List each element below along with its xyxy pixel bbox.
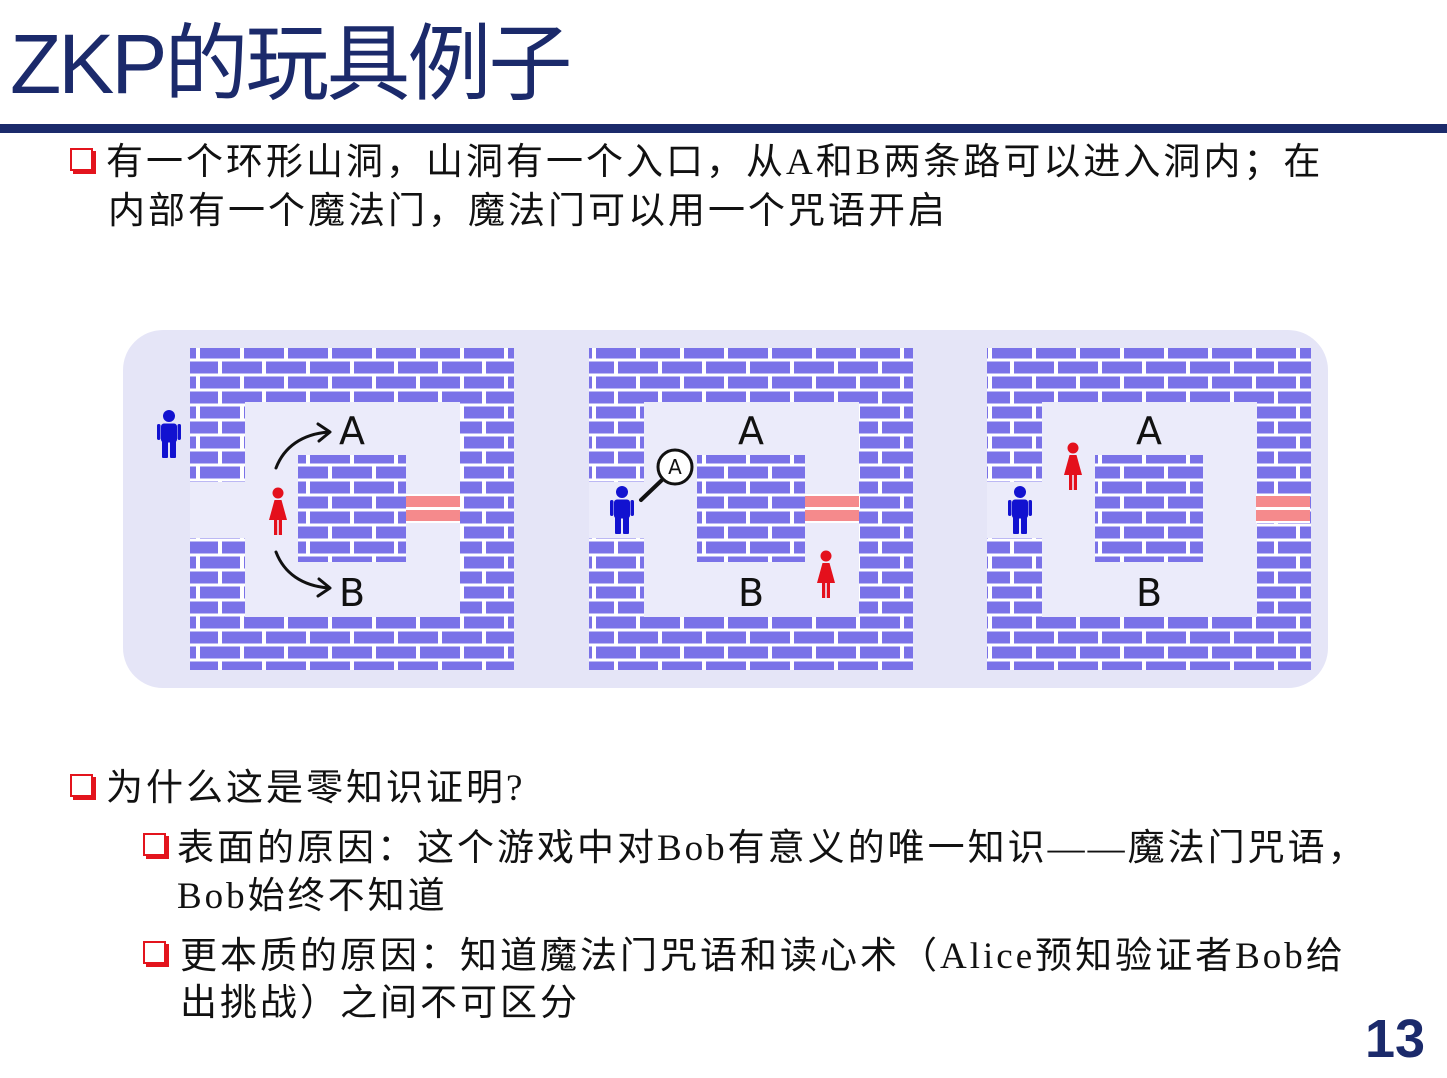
- bullet-2-line-1: 为什么这是零知识证明?: [106, 768, 526, 809]
- person-right-leg: [1073, 474, 1077, 490]
- path-label-a: A: [1136, 409, 1162, 453]
- bullet-checkbox-icon: [70, 148, 93, 171]
- sub-bullet-1-line-2: Bob始终不知道: [177, 876, 448, 917]
- person-left-leg: [274, 519, 278, 535]
- person-right-arm: [1028, 500, 1032, 516]
- person-right-leg: [826, 582, 830, 598]
- magic-door-brick: [805, 496, 859, 507]
- red-person-icon: [1064, 442, 1082, 490]
- title-divider: [0, 124, 1447, 133]
- magic-door: [1256, 494, 1310, 523]
- magic-door-brick: [1256, 496, 1310, 507]
- bullet-checkbox-icon: [143, 833, 166, 856]
- arrow-to-b-head: [316, 577, 332, 598]
- arrow-to-a: [274, 422, 332, 470]
- bullet-1-line-2: 内部有一个魔法门，魔法门可以用一个咒语开启: [108, 191, 948, 232]
- person-left-leg: [1069, 474, 1073, 490]
- path-label-b: B: [339, 571, 365, 615]
- person-left-arm: [610, 500, 614, 516]
- person-left-arm: [157, 424, 161, 440]
- person-left-leg: [615, 517, 621, 534]
- magnifier-label: A: [668, 455, 682, 479]
- sub-bullet-2-line-1: 更本质的原因：知道魔法门咒语和读心术（Alice预知验证者Bob给: [180, 936, 1346, 977]
- magic-door-brick: [406, 496, 460, 507]
- person-right-leg: [170, 441, 176, 458]
- cave-inner-block: [298, 455, 406, 562]
- cave-panel-2: A B A: [589, 348, 913, 670]
- cave-entrance: [190, 482, 245, 538]
- arrow-to-a-shaft: [274, 430, 331, 470]
- bullet-1-line-1: 有一个环形山洞，山洞有一个入口，从A和B两条路可以进入洞内；在: [106, 142, 1324, 183]
- person-left-leg: [1013, 517, 1019, 534]
- person-dress: [269, 500, 287, 520]
- cave-panel-3: A B: [987, 348, 1311, 670]
- cave-panel-1: A B: [157, 348, 514, 670]
- person-right-arm: [630, 500, 634, 516]
- person-head: [616, 486, 628, 498]
- magnifier-lens: [656, 448, 694, 486]
- cave-inner-block: [1095, 455, 1203, 562]
- arrow-to-a-head: [316, 422, 332, 443]
- arrow-to-b-shaft: [274, 550, 331, 590]
- person-left-arm: [1008, 500, 1012, 516]
- magnifier-icon: A: [639, 448, 694, 502]
- magic-door-brick: [406, 510, 460, 521]
- arrow-to-b: [274, 550, 332, 598]
- cave-diagram: A B A B: [123, 330, 1328, 688]
- person-head: [1067, 442, 1079, 454]
- person-dress: [817, 563, 835, 583]
- person-left-leg: [162, 441, 168, 458]
- page-number: 13: [1365, 1009, 1426, 1069]
- person-right-arm: [177, 424, 181, 440]
- magic-door: [406, 494, 460, 523]
- path-label-a: A: [738, 409, 764, 453]
- path-label-a: A: [339, 409, 365, 453]
- blue-person-icon: [610, 486, 634, 534]
- person-dress: [1064, 455, 1082, 475]
- person-head: [1014, 486, 1026, 498]
- sub-bullet-1-line-1: 表面的原因：这个游戏中对Bob有意义的唯一知识——魔法门咒语，: [177, 828, 1368, 869]
- bullet-checkbox-icon: [143, 941, 166, 964]
- person-torso: [614, 499, 630, 519]
- magic-door-brick: [805, 510, 859, 521]
- magic-door: [805, 494, 859, 523]
- path-label-b: B: [738, 571, 764, 615]
- red-person-icon: [817, 550, 835, 598]
- blue-person-icon: [157, 410, 181, 458]
- person-left-leg: [822, 582, 826, 598]
- red-person-icon: [269, 487, 287, 535]
- sub-bullet-2-line-2: 出挑战）之间不可区分: [180, 983, 580, 1024]
- bullet-checkbox-icon: [70, 774, 93, 797]
- magic-door-brick: [1256, 510, 1310, 521]
- person-torso: [161, 423, 177, 443]
- person-right-leg: [1021, 517, 1027, 534]
- person-head: [163, 410, 175, 422]
- page-title: ZKP的玩具例子: [10, 17, 572, 111]
- person-right-leg: [623, 517, 629, 534]
- blue-person-icon: [1008, 486, 1032, 534]
- cave-inner-block: [697, 455, 805, 562]
- person-torso: [1012, 499, 1028, 519]
- person-head: [272, 487, 284, 499]
- person-right-leg: [278, 519, 282, 535]
- person-head: [820, 550, 832, 562]
- magnifier-handle: [639, 478, 664, 502]
- path-label-b: B: [1136, 571, 1162, 615]
